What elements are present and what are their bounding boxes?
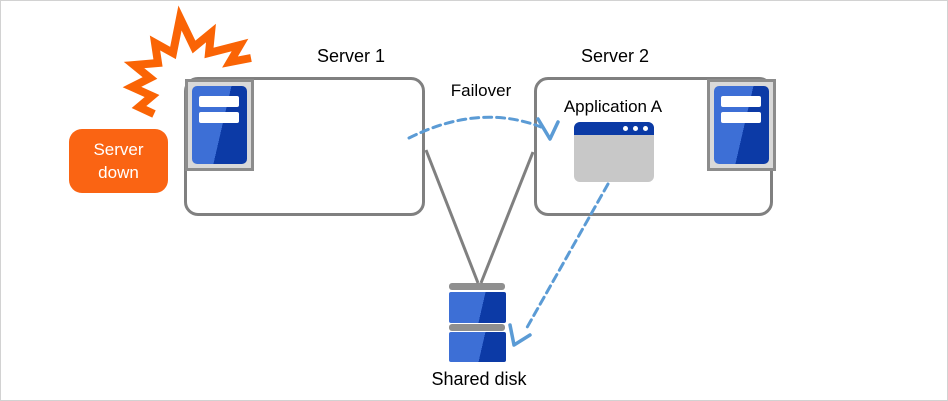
tower-slot-icon: [199, 112, 239, 123]
tower-slot-icon: [721, 96, 761, 107]
tower-slot-icon: [199, 96, 239, 107]
failover-arrowhead-icon: [536, 117, 560, 141]
disk-platter: [449, 324, 505, 331]
failover-arrow: [407, 115, 543, 140]
app-to-disk-arrow: [523, 182, 610, 333]
server-tower-icon: [714, 86, 769, 164]
application-window-icon: [574, 122, 654, 182]
disk-volume: [449, 332, 506, 362]
disk-platter: [449, 283, 505, 290]
app-to-disk-arrowhead-icon: [508, 323, 532, 347]
explosion-icon: [122, 5, 252, 118]
disk-volume: [449, 292, 506, 323]
server1-tower-frame: [185, 79, 254, 171]
server2-tower-frame: [707, 79, 776, 171]
window-titlebar: [574, 122, 654, 135]
window-dot-icon: [633, 126, 638, 131]
server2-to-disk-line: [479, 151, 535, 284]
window-dot-icon: [623, 126, 628, 131]
window-dot-icon: [643, 126, 648, 131]
server1-to-disk-line: [424, 149, 480, 284]
server-tower-icon: [192, 86, 247, 164]
shared-disk-icon: [449, 283, 506, 363]
tower-slot-icon: [721, 112, 761, 123]
